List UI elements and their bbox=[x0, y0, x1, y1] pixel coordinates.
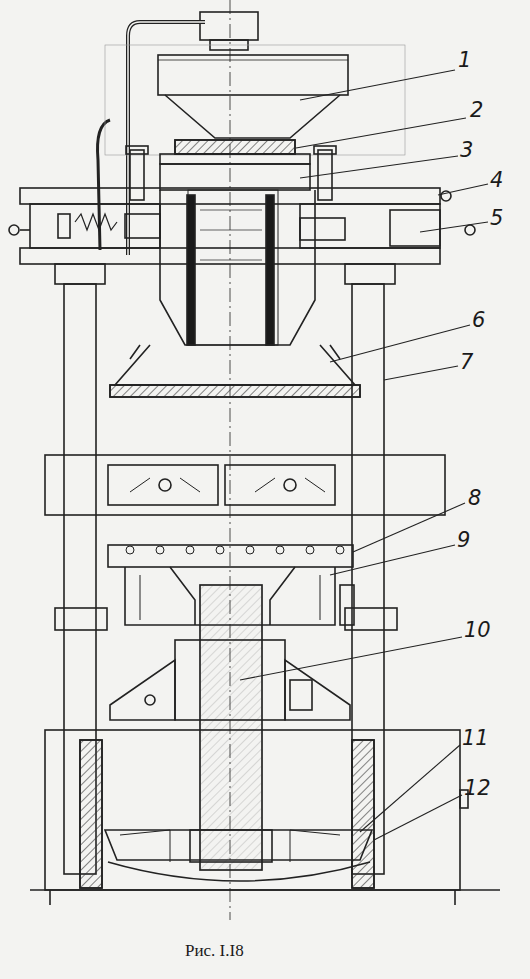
callout-number: 5 bbox=[490, 208, 503, 229]
callout-number: 7 bbox=[460, 352, 473, 373]
callout-number: 4 bbox=[490, 170, 503, 191]
callout-number: 8 bbox=[468, 488, 481, 509]
callout-number: 11 bbox=[462, 728, 489, 749]
leader-lines bbox=[240, 70, 488, 840]
callout-number: 1 bbox=[458, 50, 471, 71]
callout-number: 6 bbox=[472, 310, 485, 331]
callout-number: 3 bbox=[460, 140, 473, 161]
callout-number: 12 bbox=[464, 778, 491, 799]
callout-number: 10 bbox=[464, 620, 491, 641]
callout-number: 9 bbox=[457, 530, 470, 551]
callout-number: 2 bbox=[470, 100, 483, 121]
figure-caption: Рис. I.I8 bbox=[185, 942, 244, 959]
